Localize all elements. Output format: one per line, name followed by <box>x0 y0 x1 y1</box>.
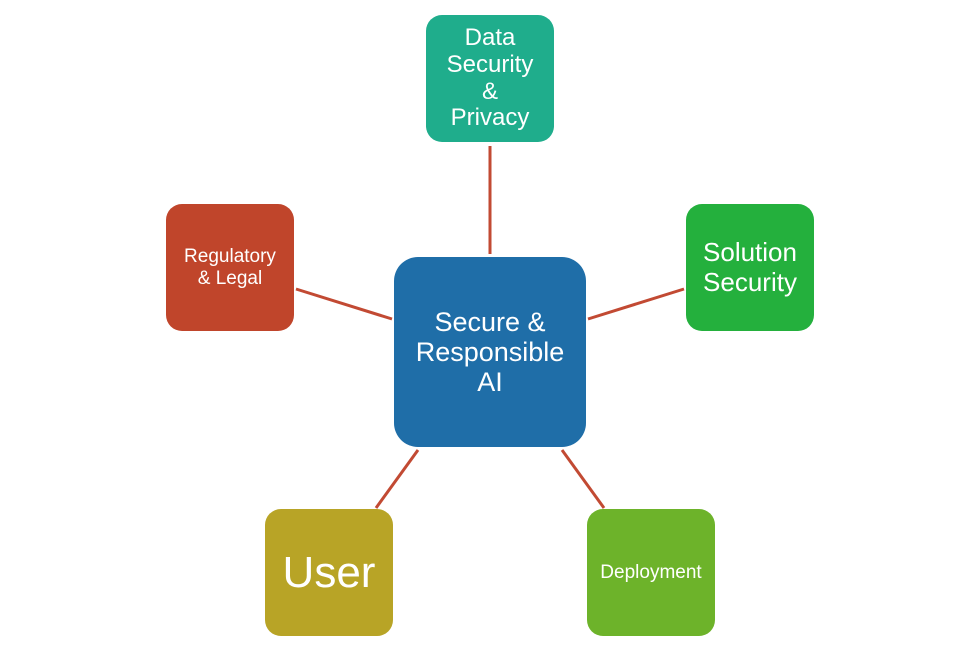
node-data-security-privacy: Data Security & Privacy <box>426 15 554 142</box>
center-node-secure-responsible-ai: Secure & Responsible AI <box>394 257 586 447</box>
connector-user <box>374 449 420 509</box>
connector-regulatory <box>295 287 393 321</box>
connector-solution-security <box>587 287 685 321</box>
node-user: User <box>265 509 393 636</box>
node-deployment: Deployment <box>587 509 715 636</box>
node-solution-security: Solution Security <box>686 204 814 331</box>
node-regulatory-legal: Regulatory & Legal <box>166 204 294 331</box>
connector-deployment <box>560 449 606 509</box>
